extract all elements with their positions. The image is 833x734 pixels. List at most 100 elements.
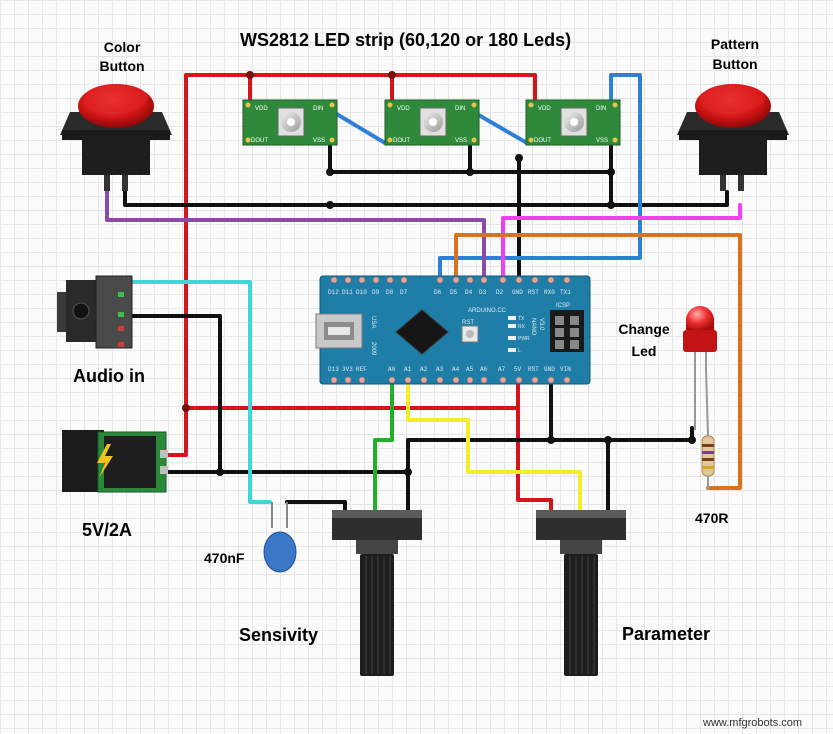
pin-label: D6 — [434, 289, 442, 296]
capacitor-470nf — [263, 502, 297, 573]
rst-label: RST — [462, 320, 474, 326]
change-led — [683, 306, 717, 437]
pin-label: D8 — [386, 289, 394, 296]
pin-label: A3 — [436, 366, 444, 373]
wire-blue-din1 — [328, 108, 387, 145]
color-button-label: Color Button — [92, 38, 152, 76]
pin-label: A0 — [388, 366, 396, 373]
wire-blue-data — [438, 73, 642, 280]
color-button-label-line1: Color — [103, 39, 141, 55]
wire-black-audio-gnd — [93, 314, 222, 474]
lightning-icon — [97, 444, 113, 478]
wire-red-5v-main — [184, 73, 537, 454]
model-line2: V3.0 — [538, 318, 544, 331]
led-pin-dout: DOUT — [393, 138, 410, 144]
pin-label: D12 — [328, 289, 339, 296]
pin-label: D10 — [356, 289, 367, 296]
sensivity-label: Sensivity — [239, 625, 319, 645]
led-pin-vss: VSS — [313, 138, 325, 144]
audio-jack — [57, 275, 133, 349]
pin-label: GND — [512, 289, 523, 296]
pin-label: REF — [356, 366, 367, 373]
pin-label: A5 — [466, 366, 474, 373]
rx-label: RX — [518, 324, 526, 330]
potentiometer-parameter — [536, 510, 626, 676]
pin-label: A4 — [452, 366, 460, 373]
pin-label: 3V3 — [342, 366, 353, 373]
potentiometer-sensivity — [332, 510, 422, 676]
led-module-3: VDD DIN DOUT VSS — [525, 99, 621, 146]
pattern-button-label: Pattern Button — [700, 34, 770, 74]
change-led-label: Change Led — [610, 318, 678, 362]
pin-label: TX1 — [560, 289, 571, 296]
diagram-title: WS2812 LED strip (60,120 or 180 Leds) — [240, 30, 572, 50]
wire-purple-color-btn — [105, 186, 486, 280]
change-led-label-line1: Change — [618, 321, 670, 337]
led-pin-din: DIN — [596, 106, 606, 112]
watermark: www.mfgrobots.com — [703, 717, 803, 729]
year-label: 2009 — [370, 342, 376, 356]
resistor-label: 470R — [695, 510, 729, 526]
led-pin-dout: DOUT — [251, 138, 268, 144]
wire-cyan-audio — [121, 280, 272, 504]
pin-label: D5 — [450, 289, 458, 296]
led-module-2: VDD DIN DOUT VSS — [384, 99, 480, 146]
parameter-label: Parameter — [622, 624, 711, 644]
usb-connector — [315, 313, 363, 349]
pin-label: D7 — [400, 289, 408, 296]
capacitor-label: 470nF — [204, 550, 245, 566]
pwr-label: PWR — [518, 336, 530, 342]
pin-label: VIN — [560, 366, 571, 373]
brand-label: ARDUINO.CC — [468, 308, 507, 314]
pattern-button — [677, 84, 789, 191]
mcu-chip — [395, 309, 449, 355]
wire-black-main-gnd — [166, 426, 694, 474]
led-pin-dout: DOUT — [534, 138, 551, 144]
resistor-470r — [701, 435, 715, 490]
junctions — [182, 71, 396, 412]
pin-label: A1 — [404, 366, 412, 373]
led-pin-vss: VSS — [596, 138, 608, 144]
pin-label: RST — [528, 289, 539, 296]
led-pin-vdd: VDD — [255, 106, 268, 112]
led-pin-din: DIN — [313, 106, 323, 112]
pin-label: D9 — [372, 289, 380, 296]
usa-label: USA — [370, 316, 376, 328]
led-pin-din: DIN — [455, 106, 465, 112]
tx-label: TX — [518, 316, 525, 322]
pin-label: RST — [528, 366, 539, 373]
pin-label: A7 — [498, 366, 506, 373]
led-pin-vdd: VDD — [538, 106, 551, 112]
led-pin-vss: VSS — [455, 138, 467, 144]
arduino-nano: D12 D11 D10 D9 D8 D7 D6 D5 D4 D3 D2 GND … — [315, 275, 591, 385]
icsp-label: ICSP — [556, 303, 570, 309]
pin-label: D13 — [328, 366, 339, 373]
wire-black-btn-gnd — [123, 186, 729, 207]
led-module-1: VDD DIN DOUT VSS — [242, 99, 338, 146]
wire-magenta-pattern-btn — [501, 203, 742, 280]
power-jack — [62, 430, 168, 493]
pin-label: D4 — [465, 289, 473, 296]
wire-orange-led — [454, 233, 742, 490]
pattern-button-label-line2: Button — [712, 56, 758, 72]
pin-label: GND — [544, 366, 555, 373]
model-line1: NANO — [530, 318, 536, 336]
pattern-button-label-line1: Pattern — [710, 36, 760, 52]
pin-label: 5V — [514, 366, 522, 373]
pin-label: D2 — [496, 289, 504, 296]
wire-green-a0 — [373, 378, 394, 514]
color-button-label-line2: Button — [99, 58, 145, 74]
led-pin-vdd: VDD — [397, 106, 410, 112]
pin-label: RX0 — [544, 289, 555, 296]
wire-red-pot2 — [516, 406, 553, 514]
wire-black-cap — [285, 500, 347, 514]
audio-in-label: Audio in — [73, 366, 145, 386]
color-button — [60, 84, 172, 191]
change-led-label-line2: Led — [631, 343, 657, 359]
pin-label: D11 — [342, 289, 353, 296]
pin-label: A2 — [420, 366, 428, 373]
icsp-header — [550, 310, 584, 352]
power-label: 5V/2A — [82, 520, 133, 540]
